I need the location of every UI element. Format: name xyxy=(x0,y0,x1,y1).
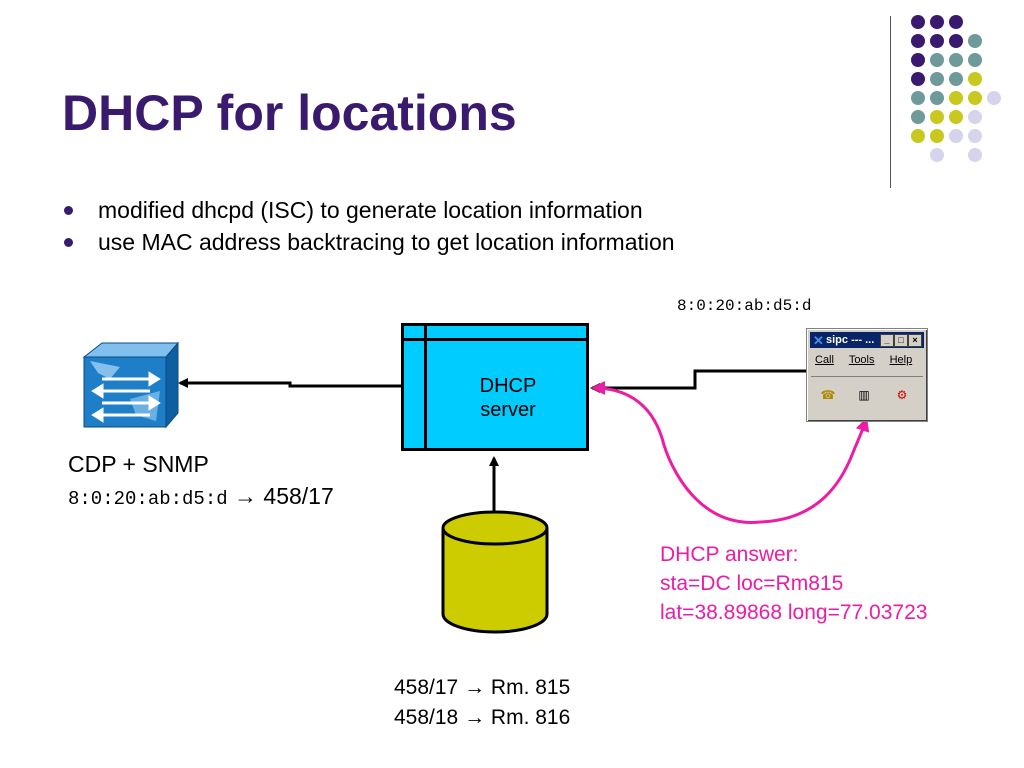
arrow-icon: → xyxy=(464,706,486,729)
dhcp-server-box: DHCP server xyxy=(401,323,589,451)
dot-row-5 xyxy=(911,91,1001,105)
arrow-icon: → xyxy=(464,676,486,699)
db-port: 458/17 xyxy=(394,676,459,699)
answer-curve-to-client xyxy=(759,417,870,524)
db-mapping-row: 458/18 → Rm. 816 xyxy=(394,706,570,730)
server-label-line2: server xyxy=(480,399,536,421)
sipc-toolbar: ☎ ▥ ⚙ xyxy=(811,376,923,417)
dhcp-answer-line3: lat=38.89868 long=77.03723 xyxy=(660,601,928,624)
db-room: Rm. 815 xyxy=(490,676,571,699)
bullet-dot xyxy=(64,238,73,247)
server-label: DHCP server xyxy=(448,374,568,422)
dot-row-2 xyxy=(911,34,982,48)
control-icon[interactable]: ⚙ xyxy=(896,388,908,402)
server-to-switch-connector xyxy=(178,378,402,388)
dot-row-4 xyxy=(911,72,982,86)
client-to-server-connector xyxy=(590,369,806,393)
dot-row-7 xyxy=(911,129,982,143)
dot-row-6 xyxy=(911,110,982,124)
menu-item-call[interactable]: Call xyxy=(815,354,834,366)
switch-caption: CDP + SNMP xyxy=(68,451,209,477)
dot-row-3 xyxy=(911,53,982,67)
bullet-text: modified dhcpd (ISC) to generate locatio… xyxy=(98,197,643,223)
bullet-text: use MAC address backtracing to get locat… xyxy=(98,229,675,255)
sipc-title-text: sipc --- ... xyxy=(826,334,875,346)
menu-item-help[interactable]: Help xyxy=(889,354,913,366)
dhcp-answer-line1: DHCP answer: xyxy=(660,543,799,566)
sipc-title-bar[interactable]: ✕ sipc --- ... _ □ × xyxy=(810,332,924,348)
server-label-line1: DHCP xyxy=(479,375,537,397)
switch-lookup-line: 8:0:20:ab:d5:d → 458/17 xyxy=(68,483,334,510)
dhcp-answer-line2: sta=DC loc=Rm815 xyxy=(660,572,844,595)
close-icon[interactable]: × xyxy=(908,334,922,347)
switch-mac-address: 8:0:20:ab:d5:d xyxy=(68,488,228,510)
sipc-client-window[interactable]: ✕ sipc --- ... _ □ × Call Tools Help ☎ ▥… xyxy=(806,328,928,422)
server-box-top-band xyxy=(404,338,586,341)
dot-row-8 xyxy=(930,148,982,162)
slide-title: DHCP for locations xyxy=(62,85,517,141)
bullet-item: modified dhcpd (ISC) to generate locatio… xyxy=(64,197,824,225)
minimize-icon[interactable]: _ xyxy=(880,334,894,347)
decorative-dot-grid xyxy=(911,15,1001,162)
bullet-item: use MAC address backtracing to get locat… xyxy=(64,229,824,257)
maximize-icon[interactable]: □ xyxy=(894,334,908,347)
client-mac-address: 8:0:20:ab:d5:d xyxy=(677,297,812,315)
x-logo-icon: ✕ xyxy=(813,333,824,348)
db-mapping-row: 458/17 → Rm. 815 xyxy=(394,676,570,700)
db-room: Rm. 816 xyxy=(490,706,571,729)
arrow-icon: → xyxy=(234,483,258,509)
menu-item-tools[interactable]: Tools xyxy=(848,354,875,366)
bullet-dot xyxy=(64,206,73,215)
answer-curve-to-server xyxy=(591,381,761,524)
header-divider-line xyxy=(890,16,891,188)
switch-port-result: 458/17 xyxy=(263,483,334,509)
db-port: 458/18 xyxy=(394,706,459,729)
server-box-left-band xyxy=(424,326,427,448)
network-switch-icon xyxy=(82,341,180,429)
sipc-menu-bar: Call Tools Help xyxy=(815,354,924,366)
dot-row-1 xyxy=(911,15,963,29)
book-icon[interactable]: ▥ xyxy=(858,388,870,402)
phone-icon[interactable]: ☎ xyxy=(820,388,836,402)
location-database-icon xyxy=(441,510,549,634)
